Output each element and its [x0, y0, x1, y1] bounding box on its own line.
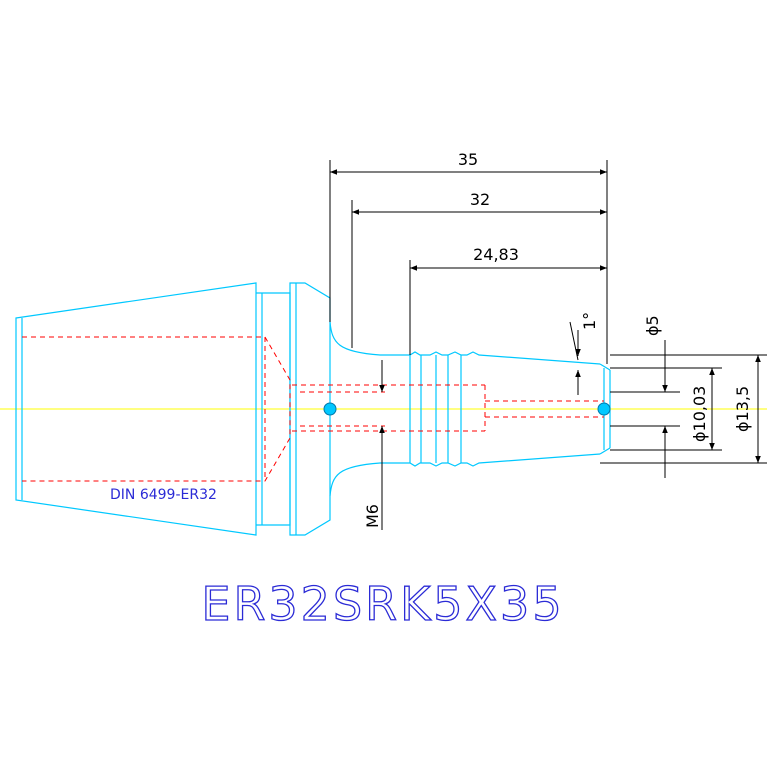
standard-label: DIN 6499-ER32	[110, 487, 217, 503]
collet-body	[15, 282, 331, 536]
dim-diameter-mid: ϕ10,03	[690, 386, 709, 442]
dim-thread: M6	[363, 504, 382, 528]
center-marker-left	[323, 402, 337, 416]
center-marker-right	[597, 402, 611, 416]
dim-length-mid: 32	[470, 190, 490, 209]
dimension-lines	[329, 160, 767, 530]
part-number: ER32SRK5X35	[201, 577, 564, 631]
dim-length-total: 35	[458, 150, 478, 169]
dim-taper-angle: 1°	[580, 312, 599, 330]
hidden-lines	[22, 336, 604, 482]
dim-length-taper: 24,83	[473, 245, 519, 264]
dim-diameter-outer: ϕ13,5	[733, 386, 752, 432]
dim-diameter-bore: ϕ5	[643, 315, 662, 336]
